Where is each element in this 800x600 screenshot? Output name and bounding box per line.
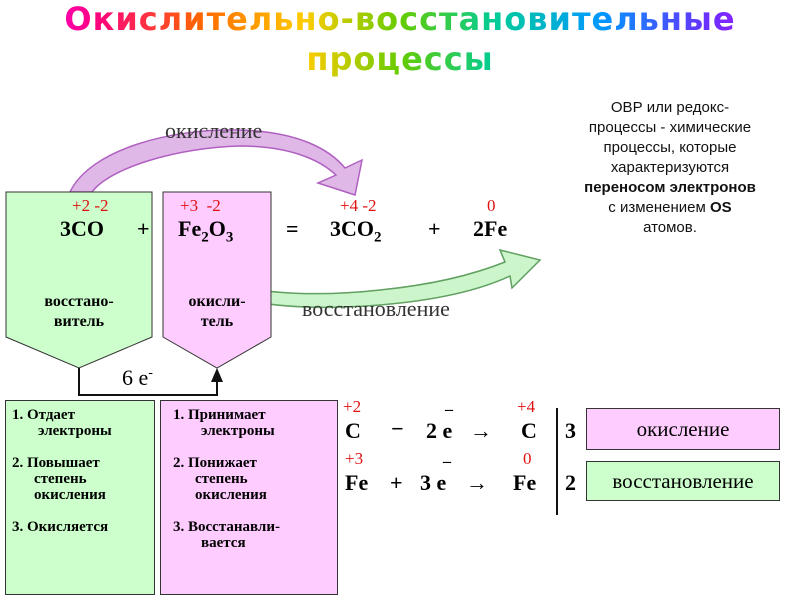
definition-line: ОВР или редокс-: [610, 99, 730, 116]
half1-element-left: C: [345, 418, 361, 443]
oxidizer-label: окисли- тель: [188, 293, 246, 330]
half2-element-left: Fe: [345, 470, 369, 495]
half1-ox-left: +2: [343, 397, 362, 416]
half2-ox-right: 0: [523, 449, 532, 468]
half2-arrow: →: [466, 470, 488, 495]
title-line-2: процессы: [0, 40, 800, 78]
electron-transfer-line: [78, 368, 218, 396]
electron-transfer-arrowhead: [211, 368, 223, 382]
plus-sign-1: +: [137, 216, 150, 241]
definition-line: процессы - химические: [588, 119, 752, 136]
fe2o3-oxidation-states: +3 -2: [180, 196, 221, 215]
definition-line-bold: переносом электронов: [584, 179, 756, 196]
oxidation-label-box: окисление: [586, 408, 780, 450]
half2-operator: +: [390, 470, 403, 495]
definition-line: атомов.: [643, 219, 697, 236]
title-line-1: Окислительно-восстановительные: [0, 0, 800, 38]
reduction-label-box: восстановление: [586, 461, 780, 501]
definition-os: OS: [710, 199, 732, 216]
electron-count: 6 e-: [122, 365, 153, 390]
definition-line: характеризуются: [610, 159, 730, 176]
half2-electrons: 3 e: [420, 470, 447, 495]
half1-element-right: C: [521, 418, 537, 443]
oxidizer-properties-box: 1. Принимает электроны 2. Понижает степе…: [160, 400, 338, 595]
half2-ox-left: +3: [345, 449, 364, 468]
formula-co: 3CO: [60, 216, 104, 241]
half1-coefficient: 3: [565, 418, 576, 443]
half2-electron-bar: _: [443, 448, 451, 465]
formula-fe: 2Fe: [473, 216, 508, 241]
reducer-properties-box: 1. Отдает электроны 2. Повышает степень …: [5, 400, 155, 595]
formula-fe2o3: Fe2O3: [178, 216, 234, 246]
half1-ox-right: +4: [517, 397, 536, 416]
reducer-label: восстано- витель: [44, 293, 114, 330]
definition-line: с изменением OS: [608, 199, 732, 216]
reducer-box: [5, 191, 153, 369]
oxidation-arrow-label: окисление: [165, 118, 263, 143]
equals-sign: =: [286, 216, 299, 241]
half1-operator: −: [391, 416, 404, 441]
half2-element-right: Fe: [513, 470, 537, 495]
definition-line: процессы, которые: [603, 139, 737, 156]
formula-co2: 3CO2: [330, 216, 382, 246]
oxidizer-box: [162, 191, 272, 369]
definition-text: ОВР или редокс- процессы - химические пр…: [552, 98, 788, 238]
oxidation-arrow: [68, 129, 364, 196]
reduction-arrow-label: восстановление: [302, 296, 450, 321]
half1-electron-bar: _: [445, 396, 453, 413]
co-oxidation-states: +2 -2: [72, 196, 109, 215]
half1-arrow: →: [470, 418, 492, 443]
fe-oxidation-state: 0: [487, 196, 496, 215]
half1-electrons: 2 e: [426, 418, 453, 443]
half2-coefficient: 2: [565, 470, 576, 495]
plus-sign-2: +: [428, 216, 441, 241]
co2-oxidation-states: +4 -2: [340, 196, 377, 215]
